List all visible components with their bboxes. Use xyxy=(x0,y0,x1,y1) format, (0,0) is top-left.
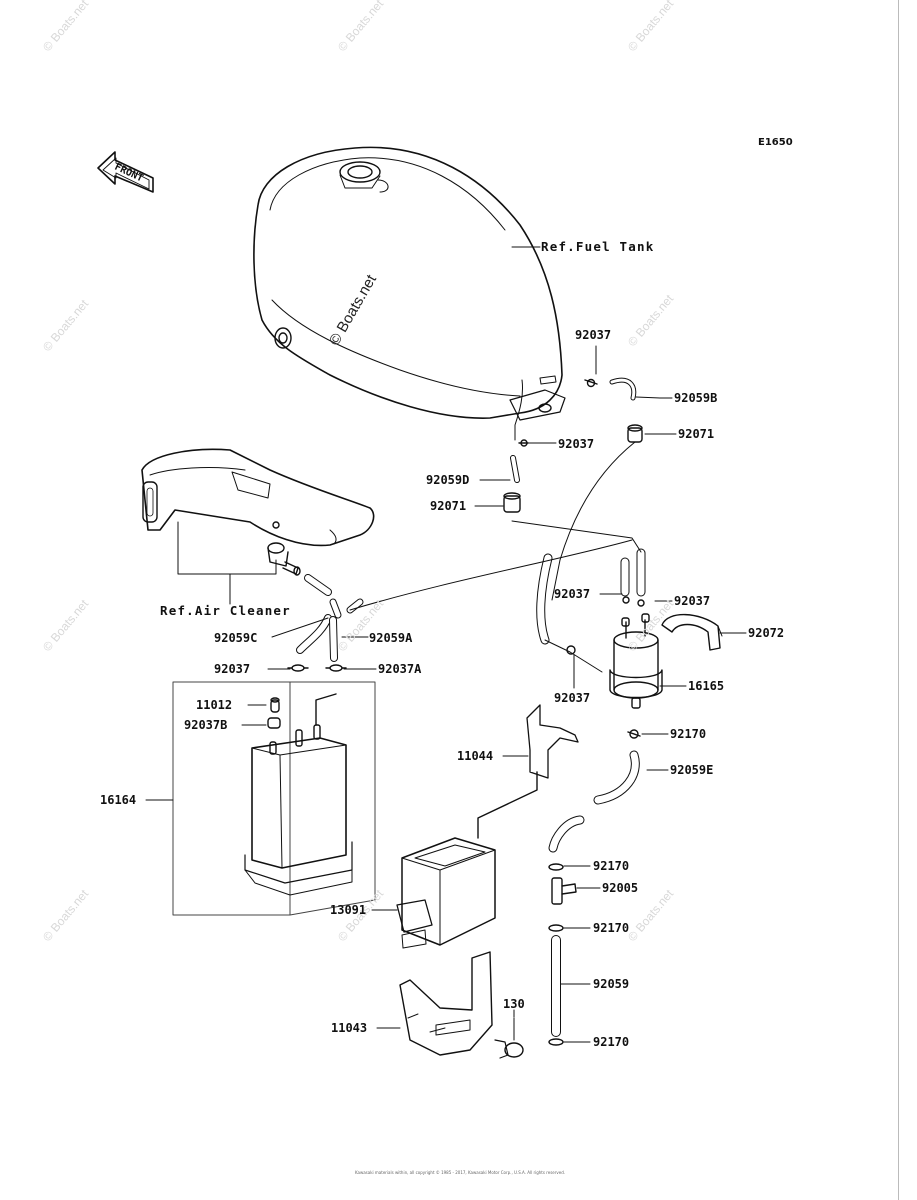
ref-fuel-tank-label: Ref.Fuel Tank xyxy=(541,239,655,254)
connection-lines xyxy=(349,441,642,673)
part-label-16165[interactable]: 16165 xyxy=(688,679,725,693)
fuel-filter-drawing xyxy=(609,613,723,709)
container-13091-drawing xyxy=(396,837,496,949)
part-label-92037[interactable]: 92037 xyxy=(575,328,612,342)
part-label-92037B[interactable]: 92037B xyxy=(184,718,228,732)
fuel-tank-drawing xyxy=(253,146,566,441)
part-label-92059C[interactable]: 92059C xyxy=(214,631,258,645)
air-cleaner-drawing xyxy=(141,448,375,576)
part-label-92037[interactable]: 92037 xyxy=(554,691,591,705)
part-label-92037[interactable]: 92037 xyxy=(214,662,251,676)
part-label-130[interactable]: 130 xyxy=(503,997,525,1011)
part-label-92170[interactable]: 92170 xyxy=(593,859,630,873)
part-label-92072[interactable]: 92072 xyxy=(748,626,785,640)
diagram-code: E1650 xyxy=(758,137,793,148)
canister-drawing xyxy=(244,693,353,896)
part-label-92059[interactable]: 92059 xyxy=(593,977,630,991)
part-label-92170[interactable]: 92170 xyxy=(593,921,630,935)
air-cleaner-hoses xyxy=(296,574,364,662)
canister-group-outline xyxy=(172,681,376,916)
bracket-11043-drawing xyxy=(399,951,524,1059)
part-label-92037A[interactable]: 92037A xyxy=(378,662,422,676)
tank-hoses xyxy=(503,377,643,513)
part-label-92059B[interactable]: 92059B xyxy=(674,391,718,405)
front-arrow-icon: FRONT xyxy=(97,151,154,193)
part-label-92059A[interactable]: 92059A xyxy=(369,631,413,645)
bracket-11044-drawing xyxy=(477,704,579,839)
copyright-footer: Kawasaki materials within, all copyright… xyxy=(354,1170,566,1175)
part-label-92170[interactable]: 92170 xyxy=(593,1035,630,1049)
part-label-92037[interactable]: 92037 xyxy=(554,587,591,601)
hose-clips xyxy=(287,664,347,672)
part-label-92005[interactable]: 92005 xyxy=(602,881,639,895)
part-label-92059E[interactable]: 92059E xyxy=(670,763,714,777)
vacuum-hose-chain xyxy=(548,729,641,1046)
page-edge xyxy=(898,0,899,1200)
part-label-92071[interactable]: 92071 xyxy=(678,427,715,441)
part-label-13091[interactable]: 13091 xyxy=(330,903,367,917)
part-label-16164[interactable]: 16164 xyxy=(100,793,137,807)
part-label-11044[interactable]: 11044 xyxy=(457,749,494,763)
filter-hoses xyxy=(536,548,646,655)
leader-lines xyxy=(145,246,747,1043)
part-label-11043[interactable]: 11043 xyxy=(331,1021,368,1035)
part-label-11012[interactable]: 11012 xyxy=(196,698,233,712)
part-label-92071[interactable]: 92071 xyxy=(430,499,467,513)
part-label-92059D[interactable]: 92059D xyxy=(426,473,470,487)
part-label-92170[interactable]: 92170 xyxy=(670,727,707,741)
ref-air-cleaner-label: Ref.Air Cleaner xyxy=(160,603,291,618)
part-label-92037[interactable]: 92037 xyxy=(558,437,595,451)
part-label-92037[interactable]: 92037 xyxy=(674,594,711,608)
